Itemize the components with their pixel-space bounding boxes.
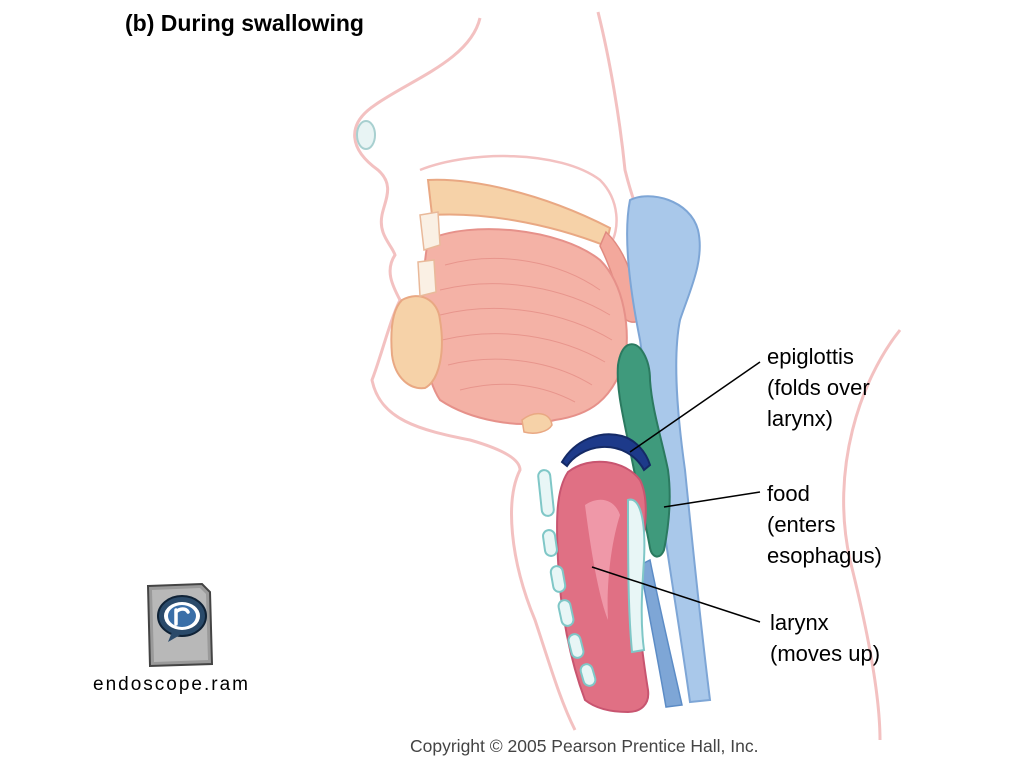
copyright-notice: Copyright © 2005 Pearson Prentice Hall, … — [410, 736, 759, 756]
mandible — [390, 295, 443, 390]
epiglottis — [560, 433, 652, 472]
epiglottis-leader-line — [629, 361, 761, 453]
larynx-highlight — [585, 499, 620, 620]
larynx-leader-line — [591, 566, 761, 623]
larynx-label: larynx (moves up) — [770, 610, 881, 666]
cricoid-cartilage — [626, 498, 646, 654]
upper-teeth — [419, 211, 441, 251]
nasal-cavity-outline — [419, 154, 618, 246]
face-profile-outline — [353, 17, 577, 731]
hyoid-bone — [521, 413, 553, 434]
diagram-title: (b) During swallowing — [125, 10, 364, 36]
esophagus — [639, 558, 683, 708]
media-file-name[interactable]: endoscope.ram — [93, 674, 250, 695]
food-leader-line — [663, 491, 761, 508]
back-of-neck-outline — [842, 329, 902, 741]
soft-palate — [599, 230, 641, 323]
tracheal-rings — [537, 469, 597, 687]
realplayer-file-icon[interactable] — [146, 582, 216, 668]
epiglottis-label: epiglottis (folds over larynx) — [767, 344, 870, 431]
nostril — [356, 120, 376, 150]
tongue — [421, 228, 628, 425]
lower-teeth — [417, 259, 437, 297]
food-label: food (enters esophagus) — [767, 481, 882, 568]
